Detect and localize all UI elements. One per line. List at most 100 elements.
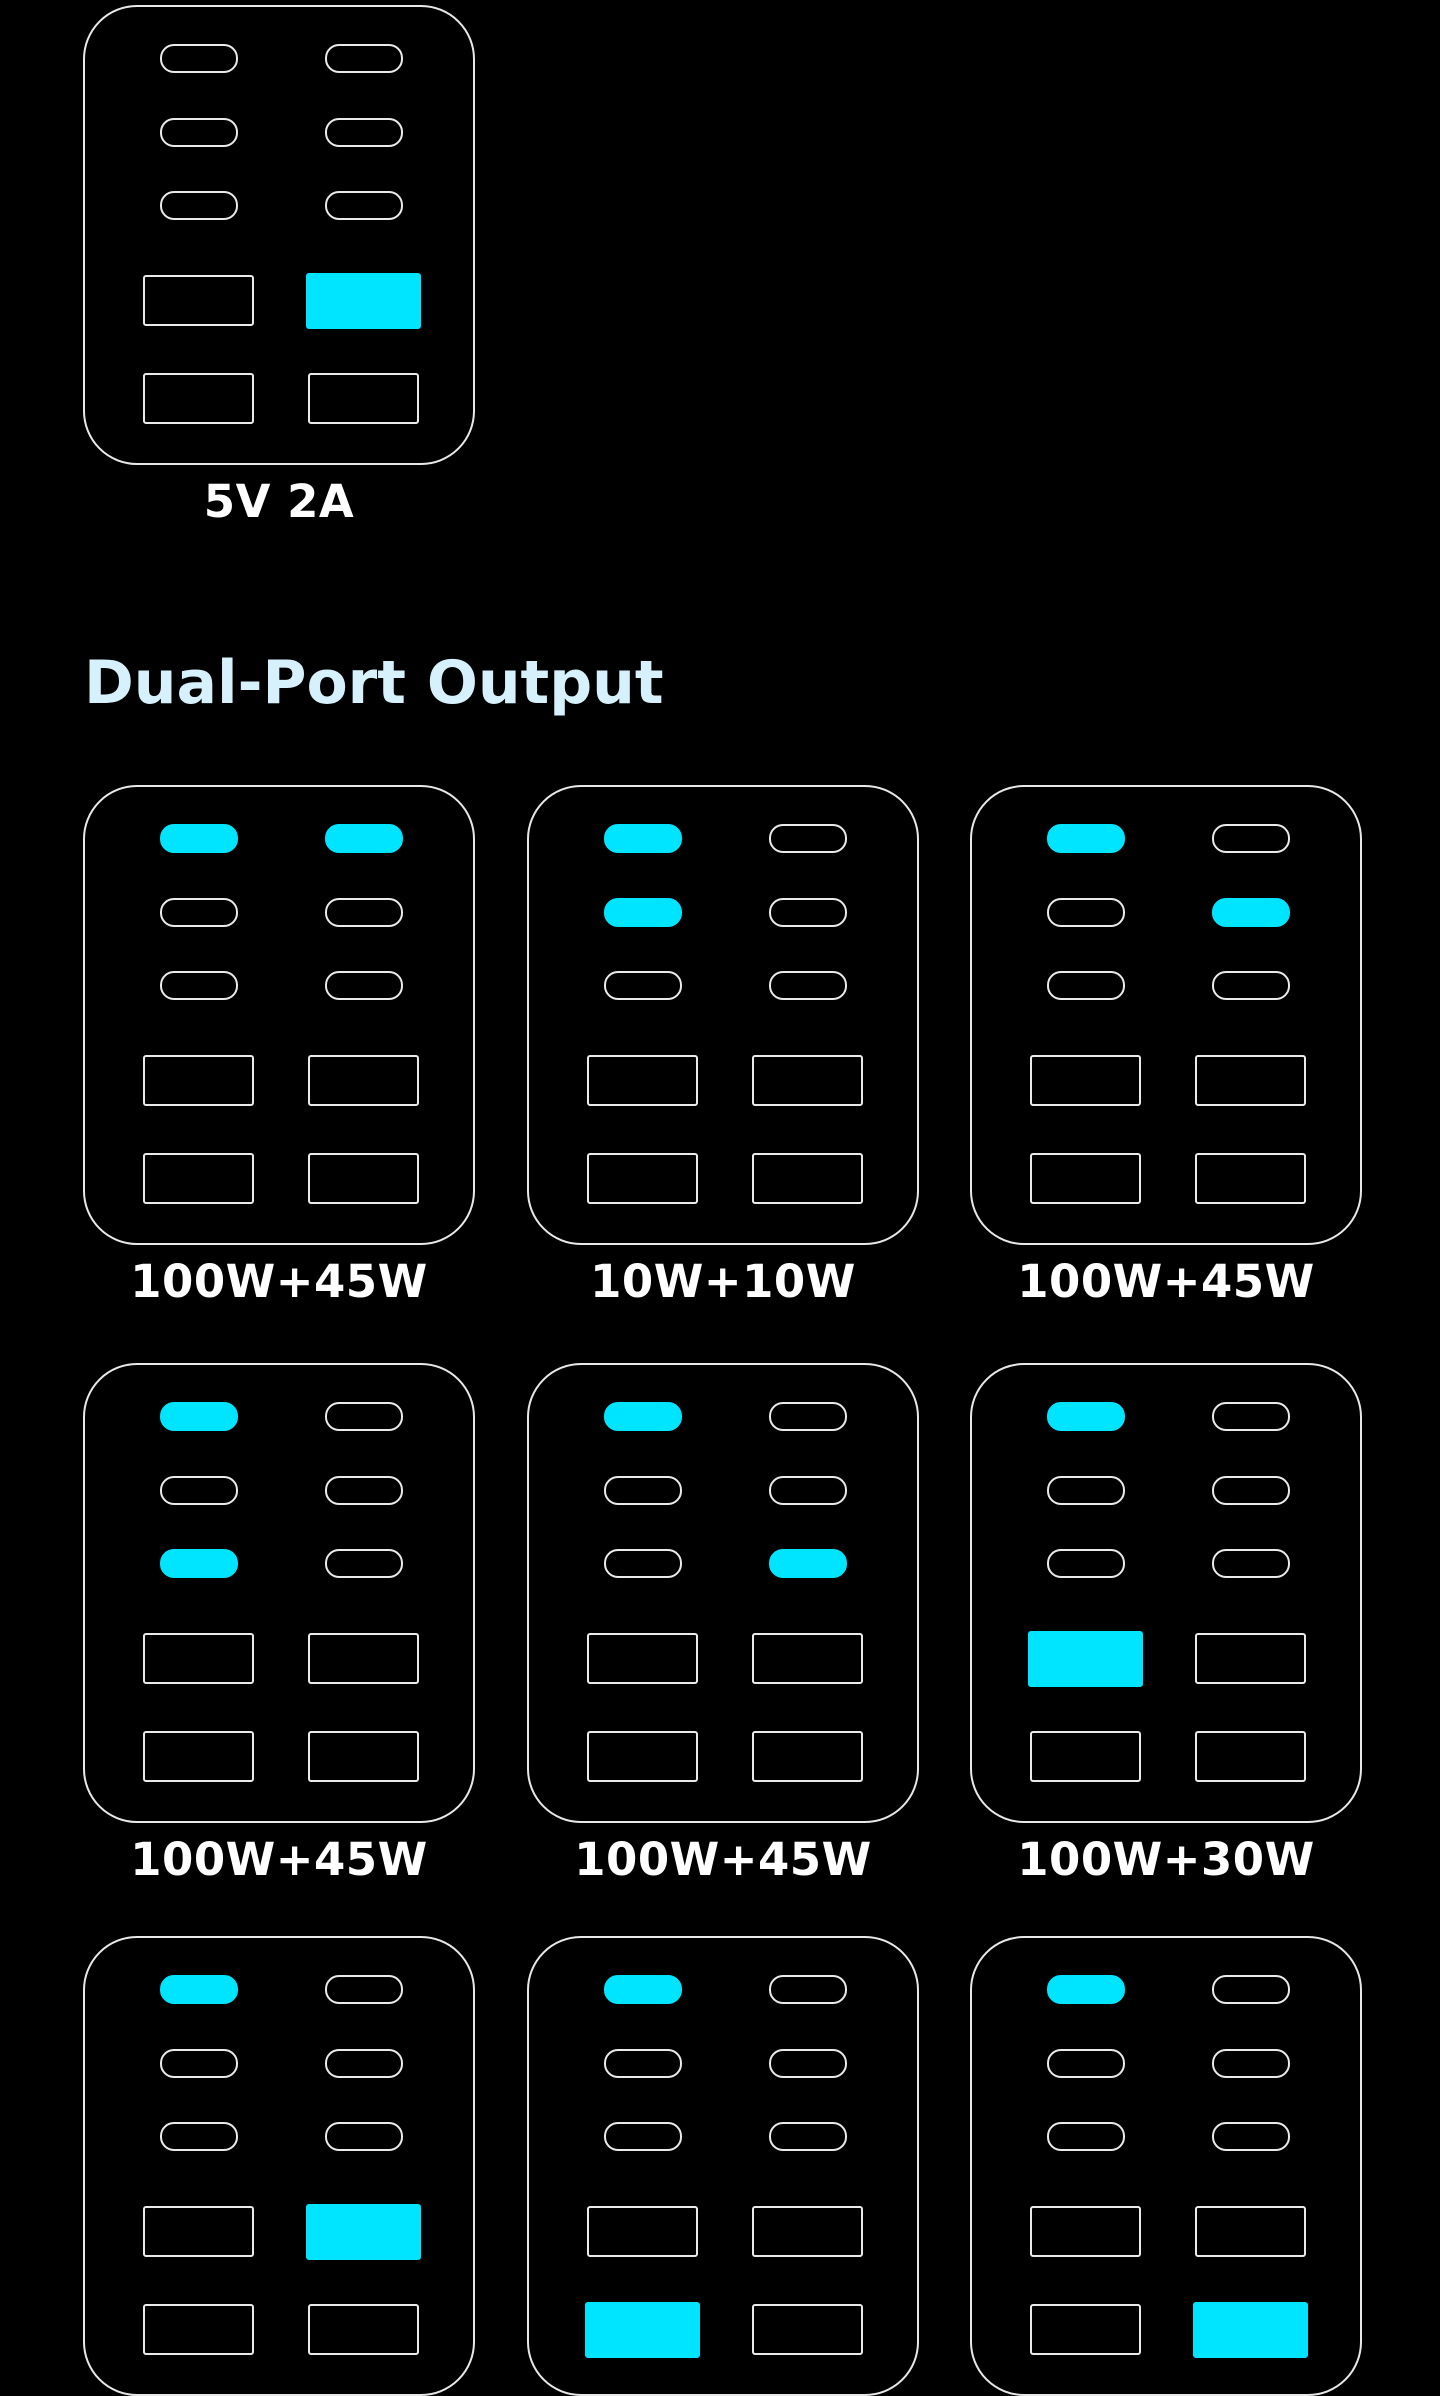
usb-c-port-1-1-active [604, 1975, 682, 2004]
usb-c-port-3-2 [1212, 971, 1290, 1000]
usb-c-port-1-2 [769, 1975, 847, 2004]
usb-a-port-4-1 [143, 275, 254, 326]
charger-card-dual [527, 1363, 919, 1823]
usb-c-port-2-2 [769, 2049, 847, 2078]
usb-a-port-4-2 [308, 1055, 419, 1106]
usb-a-port-5-1 [1030, 1731, 1141, 1782]
usb-c-port-1-1-active [604, 824, 682, 853]
usb-a-port-4-2 [752, 1055, 863, 1106]
usb-c-port-1-1-active [604, 1402, 682, 1431]
output-label: 100W+45W [1017, 1255, 1315, 1308]
output-label: 100W+45W [574, 1833, 872, 1886]
usb-c-port-2-1 [160, 898, 238, 927]
usb-a-port-4-1 [143, 1633, 254, 1684]
usb-c-port-3-2 [769, 2122, 847, 2151]
usb-c-port-2-2-active [1212, 898, 1290, 927]
usb-a-port-5-1 [143, 373, 254, 424]
usb-a-port-4-2 [1195, 1055, 1306, 1106]
output-label: 100W+45W [130, 1833, 428, 1886]
output-label: 100W+45W [130, 1255, 428, 1308]
usb-c-port-3-1 [1047, 1549, 1125, 1578]
usb-a-port-5-1 [587, 1153, 698, 1204]
usb-c-port-1-2 [769, 824, 847, 853]
usb-c-port-2-2 [325, 1476, 403, 1505]
usb-c-port-1-1-active [1047, 1402, 1125, 1431]
usb-c-port-1-2 [325, 44, 403, 73]
usb-c-port-2-1 [160, 1476, 238, 1505]
usb-c-port-2-1 [604, 1476, 682, 1505]
usb-c-port-1-2 [325, 1975, 403, 2004]
usb-c-port-3-1 [160, 971, 238, 1000]
usb-c-port-1-1-active [1047, 824, 1125, 853]
charger-card-dual [970, 1363, 1362, 1823]
charger-card-dual [970, 785, 1362, 1245]
usb-a-port-4-2-active [306, 273, 421, 329]
usb-a-port-5-1 [143, 2304, 254, 2355]
usb-a-port-5-2-active [1193, 2302, 1308, 2358]
usb-c-port-1-1-active [1047, 1975, 1125, 2004]
usb-c-port-2-1 [604, 2049, 682, 2078]
usb-c-port-3-2 [325, 191, 403, 220]
usb-a-port-5-2 [752, 1731, 863, 1782]
usb-c-port-1-2 [1212, 1402, 1290, 1431]
usb-a-port-5-1 [1030, 2304, 1141, 2355]
usb-c-port-3-1 [1047, 2122, 1125, 2151]
usb-c-port-3-2 [325, 2122, 403, 2151]
usb-c-port-1-2 [325, 1402, 403, 1431]
usb-c-port-2-2 [325, 118, 403, 147]
usb-a-port-4-1 [143, 2206, 254, 2257]
usb-a-port-5-1 [143, 1731, 254, 1782]
usb-c-port-2-1 [1047, 2049, 1125, 2078]
usb-c-port-3-1 [1047, 971, 1125, 1000]
usb-a-port-5-2 [1195, 1731, 1306, 1782]
usb-c-port-3-1 [604, 971, 682, 1000]
usb-a-port-5-2 [308, 1731, 419, 1782]
charger-card-dual [970, 1936, 1362, 2396]
usb-c-port-2-2 [769, 898, 847, 927]
usb-c-port-3-2 [1212, 2122, 1290, 2151]
usb-a-port-5-2 [752, 1153, 863, 1204]
usb-a-port-4-1 [587, 1055, 698, 1106]
usb-c-port-1-2-active [325, 824, 403, 853]
usb-c-port-2-2 [1212, 2049, 1290, 2078]
usb-a-port-4-1 [587, 1633, 698, 1684]
usb-a-port-5-1 [1030, 1153, 1141, 1204]
usb-a-port-4-2 [1195, 1633, 1306, 1684]
usb-c-port-3-1-active [160, 1549, 238, 1578]
charger-card-dual [83, 1363, 475, 1823]
usb-c-port-1-1-active [160, 1975, 238, 2004]
usb-a-port-5-1 [143, 1153, 254, 1204]
usb-c-port-1-2 [769, 1402, 847, 1431]
usb-a-port-5-1-active [585, 2302, 700, 2358]
usb-c-port-2-1 [1047, 1476, 1125, 1505]
charger-card-dual [527, 785, 919, 1245]
charger-card-dual [83, 785, 475, 1245]
usb-c-port-3-2 [325, 971, 403, 1000]
usb-c-port-2-1 [160, 118, 238, 147]
usb-a-port-5-2 [308, 373, 419, 424]
usb-c-port-1-1 [160, 44, 238, 73]
usb-a-port-5-2 [1195, 1153, 1306, 1204]
usb-c-port-3-1 [604, 1549, 682, 1578]
usb-c-port-2-1-active [604, 898, 682, 927]
usb-c-port-1-1-active [160, 824, 238, 853]
usb-a-port-4-2 [308, 1633, 419, 1684]
usb-c-port-3-2 [769, 971, 847, 1000]
usb-c-port-1-1-active [160, 1402, 238, 1431]
usb-c-port-2-1 [1047, 898, 1125, 927]
charger-card-dual [527, 1936, 919, 2396]
usb-c-port-2-2 [769, 1476, 847, 1505]
usb-c-port-2-2 [325, 2049, 403, 2078]
usb-a-port-5-2 [308, 2304, 419, 2355]
usb-c-port-3-1 [160, 191, 238, 220]
output-label: 10W+10W [590, 1255, 856, 1308]
usb-a-port-5-1 [587, 1731, 698, 1782]
usb-c-port-2-1 [160, 2049, 238, 2078]
usb-a-port-5-2 [308, 1153, 419, 1204]
usb-a-port-5-2 [752, 2304, 863, 2355]
usb-c-port-2-2 [325, 898, 403, 927]
output-label: 5V 2A [203, 475, 355, 528]
usb-c-port-3-1 [604, 2122, 682, 2151]
usb-a-port-4-2 [752, 1633, 863, 1684]
usb-a-port-4-1-active [1028, 1631, 1143, 1687]
